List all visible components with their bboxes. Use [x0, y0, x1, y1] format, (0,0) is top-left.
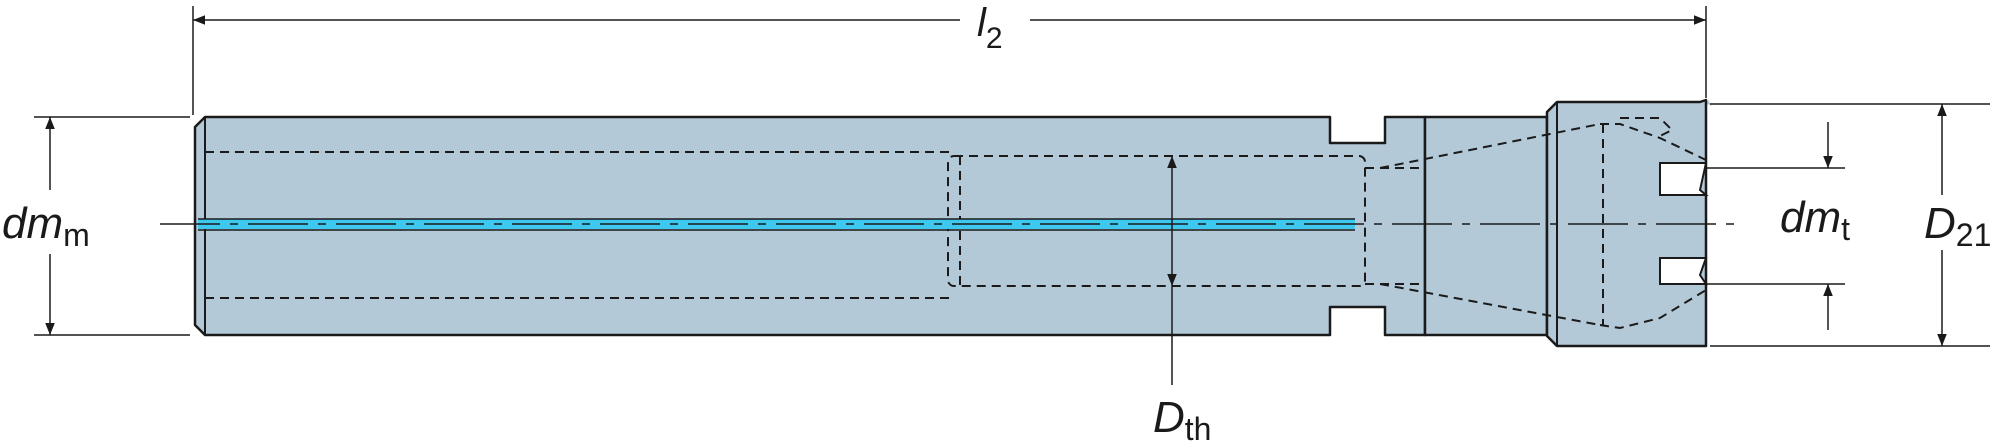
dimension-D21: D21: [1710, 103, 1991, 347]
label-dm-m: dmm: [2, 199, 90, 253]
thread-section: [947, 155, 1366, 287]
collet-seat: [1423, 115, 1549, 337]
dimension-dm-t: dmt: [1706, 122, 1850, 330]
label-dm-t: dmt: [1780, 193, 1850, 247]
cone-top: [1379, 123, 1601, 169]
label-D21: D21: [1924, 199, 1991, 253]
dimension-D-th: Dth: [1153, 156, 1211, 447]
dimension-l2: l2: [192, 1, 1707, 115]
dimension-dm-m: dmm: [2, 116, 190, 336]
collet-nut-outline: [1545, 98, 1708, 348]
hidden-lines: [205, 117, 1707, 330]
cone-bottom: [1379, 283, 1601, 326]
collet-slot-bottom: [1659, 257, 1708, 285]
collet-corner-hidden: [1620, 117, 1674, 137]
collet-slots: [1659, 162, 1709, 285]
collet-slot-top: [1659, 162, 1709, 196]
label-l2: l2: [977, 1, 1003, 55]
label-D-th: Dth: [1153, 393, 1211, 447]
